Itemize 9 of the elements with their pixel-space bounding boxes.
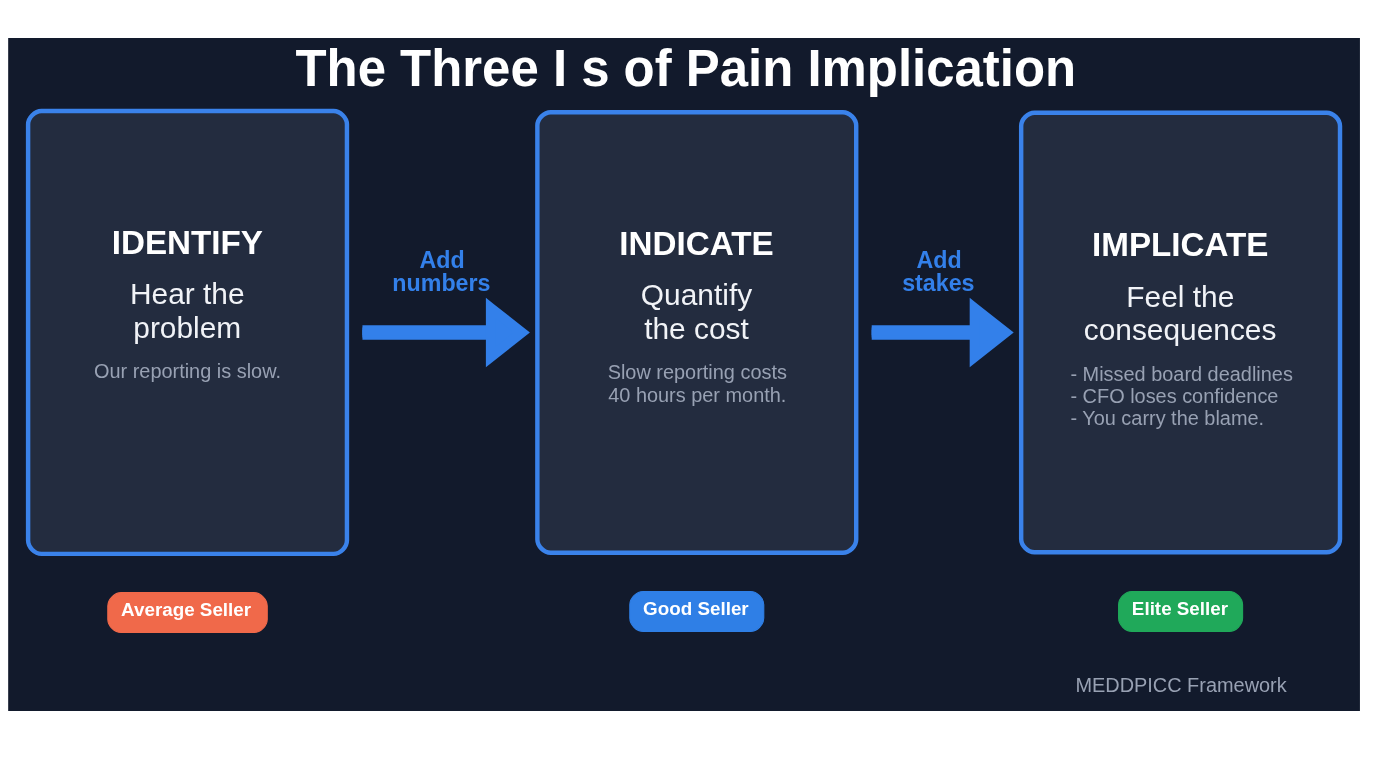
arrow bbox=[362, 297, 530, 368]
node-box: Average Seller bbox=[107, 592, 268, 634]
node-box: Elite Seller bbox=[1118, 591, 1244, 632]
node-box: Good Seller bbox=[629, 591, 765, 632]
label: MEDDPICC Framework bbox=[1075, 673, 1287, 696]
diagram-title: The Three I s of Pain Implication bbox=[295, 40, 1077, 98]
edge-label: Add numbers bbox=[392, 247, 491, 297]
edge-label: Add stakes bbox=[902, 247, 975, 297]
arrow bbox=[871, 297, 1014, 368]
